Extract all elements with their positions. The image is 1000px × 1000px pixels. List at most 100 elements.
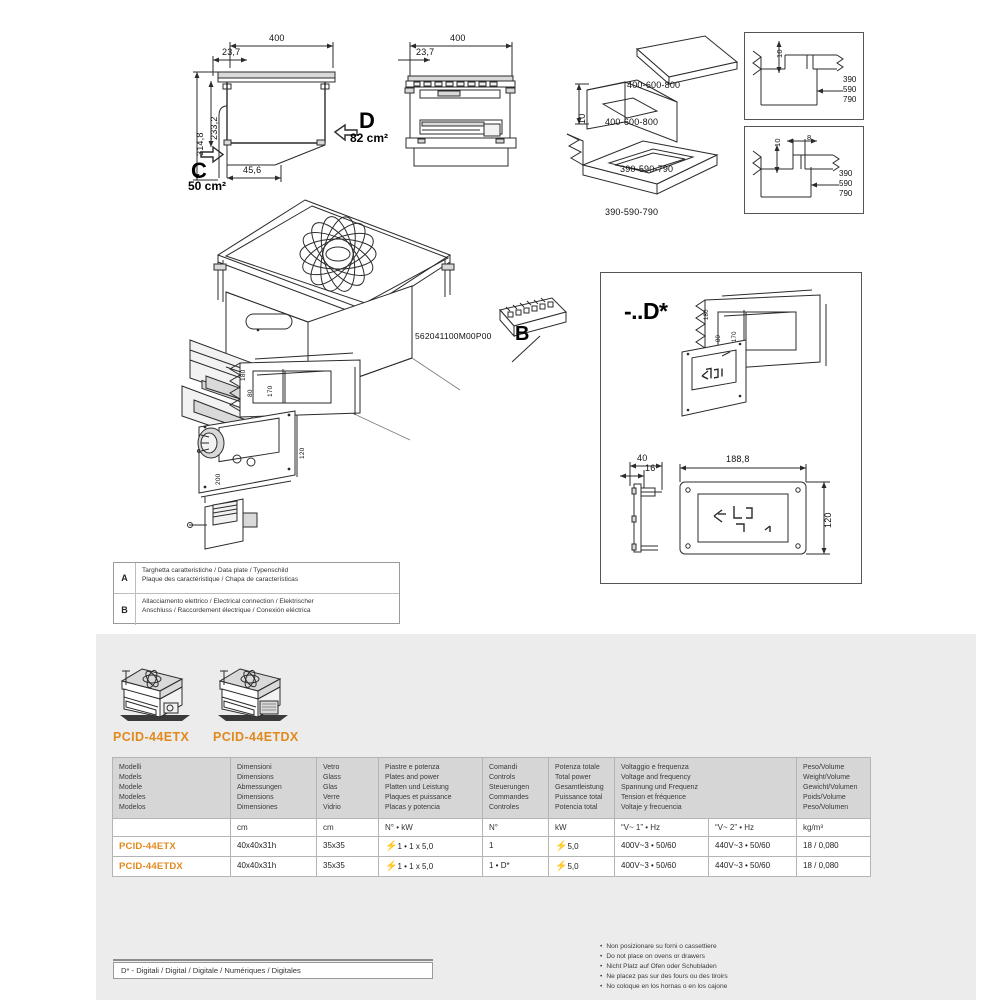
- product-label-0: PCID-44ETX: [113, 730, 190, 744]
- cell-plates: ⚡1 • 1 x 5,0: [378, 836, 483, 857]
- vent-label-d: D: [359, 108, 375, 133]
- cell-total-power-text: 5,0: [567, 841, 579, 851]
- side-view-svg: [193, 42, 358, 182]
- unit-cell: kg/m³: [796, 818, 871, 837]
- header-line: Peso/Volume: [803, 764, 845, 771]
- drawing-exploded-main: 562041100M00P00: [160, 190, 590, 550]
- product-thumb-svg: [120, 668, 190, 721]
- header-line: Placas y potencia: [385, 803, 440, 811]
- legend-row: A Targhetta caratteristiche / Data plate…: [114, 563, 399, 594]
- table-units-row: cm cm N° • kW N° kW “V~ 1” • Hz “V~ 2” •…: [112, 818, 871, 837]
- footnotes-list: Non posizionare su forni o cassettiere D…: [600, 942, 728, 992]
- vent-label-c: C: [191, 158, 207, 183]
- legend-key-b: B: [114, 594, 136, 625]
- header-models: Modelli Models Modele Modeles Modelos: [112, 757, 231, 819]
- header-line: Steuerungen: [489, 783, 530, 791]
- product-thumb-svg: [218, 668, 288, 721]
- header-plates-power: Piastre e potenza Plates and power Platt…: [378, 757, 483, 819]
- header-line: Vetro: [323, 764, 340, 771]
- header-line: Weight/Volume: [803, 773, 850, 781]
- header-line: Gewicht/Volumen: [803, 783, 858, 791]
- unit-cell: [112, 818, 231, 837]
- header-line: Platten und Leistung: [385, 783, 449, 791]
- cell-model: PCID-44ETDX: [112, 856, 231, 877]
- dim-width-400: 400: [269, 33, 285, 43]
- unit-cell: N°: [482, 818, 549, 837]
- dim-cutout-390-590-790-bottom: 390-590-790: [605, 207, 659, 217]
- header-line: Glass: [323, 773, 341, 781]
- unit-cell: kW: [548, 818, 615, 837]
- front-view-svg: [398, 42, 517, 167]
- dim-cp-120: 120: [299, 447, 306, 459]
- header-line: Controls: [489, 773, 516, 781]
- unit-cell: cm: [230, 818, 317, 837]
- cell-weight-volume: 18 / 0,080: [796, 836, 871, 857]
- dim-dstar-120: 120: [823, 512, 833, 528]
- detail-box-top: 10 390 590 790: [744, 32, 864, 120]
- cell-plates: ⚡1 • 1 x 5,0: [378, 856, 483, 877]
- header-line: Plaques et puissance: [385, 793, 452, 801]
- header-voltage-frequency: Voltaggio e frequenza Voltage and freque…: [614, 757, 797, 819]
- header-line: Voltaje y frecuencia: [621, 803, 682, 811]
- dim-worktop-body-400-600-800: 400-600-800: [605, 117, 659, 127]
- header-line: Models: [119, 773, 142, 781]
- dim-detailbottom-8: 8: [807, 133, 812, 142]
- header-line: Vidrio: [323, 803, 341, 811]
- table-row: PCID-44ETDX 40x40x31h 35x35 ⚡1 • 1 x 5,0…: [112, 856, 871, 877]
- header-line: Voltaggio e frequenza: [621, 764, 689, 771]
- exploded-main-svg: [181, 199, 567, 441]
- header-line: Poids/Volume: [803, 793, 846, 801]
- detail-box-bottom: 8 10 390 590 790: [744, 126, 864, 214]
- header-controls: Comandi Controls Steuerungen Commandes C…: [482, 757, 549, 819]
- spec-table: Modelli Models Modele Modeles Modelos Di…: [112, 757, 871, 877]
- header-line: Plates and power: [385, 773, 440, 781]
- detail-box-top-values: 390 590 790: [843, 75, 856, 105]
- cell-glass: 35x35: [316, 836, 379, 857]
- unit-cell: “V~ 2” • Hz: [708, 818, 797, 837]
- legend-row: B Allacciamento elettrico / Electrical c…: [114, 594, 399, 625]
- footnote-item: No coloque en los hornas o en los cajone: [600, 982, 728, 992]
- legend-text-a: Targhetta caratteristiche / Data plate /…: [136, 563, 399, 593]
- cell-voltage2: 440V~3 • 50/60: [708, 856, 797, 877]
- table-row: PCID-44ETX 40x40x31h 35x35 ⚡1 • 1 x 5,0 …: [112, 836, 871, 857]
- cell-voltage2: 440V~3 • 50/60: [708, 836, 797, 857]
- cell-plates-text: 1 • 1 x 5,0: [397, 861, 434, 871]
- part-number-label: 562041100M00P00: [415, 331, 492, 341]
- header-line: Comandi: [489, 764, 518, 771]
- legend-text-a-line1: Targhetta caratteristiche / Data plate /…: [142, 567, 289, 574]
- footnote-item: Non posizionare su forni o cassettiere: [600, 942, 728, 952]
- dim-front-offset-237: 23,7: [416, 47, 435, 57]
- detail-box-bottom-svg: [752, 138, 840, 198]
- worktop-cutout-svg: [566, 35, 739, 195]
- header-line: Modeles: [119, 793, 146, 801]
- cell-voltage1: 400V~3 • 50/60: [614, 856, 709, 877]
- cell-dimensions: 40x40x31h: [230, 856, 317, 877]
- header-line: Glas: [323, 783, 338, 791]
- drawing-dstar-iso: 180 170 80: [680, 289, 860, 450]
- dim-dstar-16: 16: [645, 463, 656, 473]
- vent-area-d: 82 cm²: [350, 131, 389, 145]
- cell-glass: 35x35: [316, 856, 379, 877]
- cell-total-power: ⚡5,0: [548, 836, 615, 857]
- dim-cp-180: 180: [240, 369, 247, 381]
- drawing-control-panel-left: 180 170 80 200 120: [185, 352, 400, 550]
- header-line: Piastre e potenza: [385, 764, 440, 771]
- value-790: 790: [839, 189, 853, 198]
- product-thumb-pcid44etx: [112, 663, 207, 725]
- dstar-note: D* - Digitali / Digital / Digitale / Num…: [113, 962, 433, 979]
- value-590: 590: [839, 179, 853, 188]
- detail-box-bottom-values: 390 590 790: [839, 169, 852, 199]
- value-590: 590: [843, 85, 857, 94]
- header-line: Potenza totale: [555, 764, 600, 771]
- dstar-iso-svg: [681, 289, 827, 417]
- product-label-1: PCID-44ETDX: [213, 730, 299, 744]
- dim-cp-80: 80: [247, 389, 254, 397]
- dim-dstar-40: 40: [637, 453, 648, 463]
- dim-offset-237: 23,7: [222, 47, 241, 57]
- header-line: Potencia total: [555, 803, 598, 811]
- legend-text-b: Allacciamento elettrico / Electrical con…: [136, 594, 399, 625]
- unit-cell: N° • kW: [378, 818, 483, 837]
- dim-dstar-180: 180: [704, 309, 710, 320]
- cell-total-power: ⚡5,0: [548, 856, 615, 877]
